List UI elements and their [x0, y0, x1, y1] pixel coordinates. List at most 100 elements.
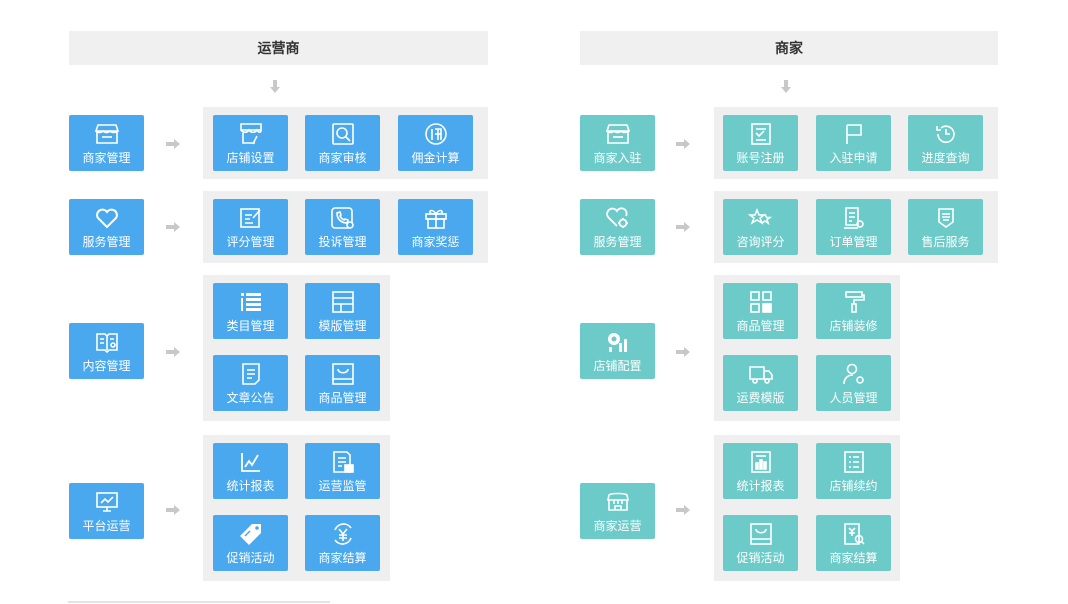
tile-label: 店铺装修 — [829, 319, 878, 333]
tile-label: 进度查询 — [921, 151, 970, 165]
search-review-icon — [330, 122, 356, 146]
tile-label: 模版管理 — [318, 319, 367, 333]
merchant-main-merchant-ops[interactable]: 商家运营 — [580, 483, 655, 539]
yen-settle-icon — [330, 522, 356, 546]
tile-template-management[interactable]: 模版管理 — [305, 283, 380, 339]
order-settings-icon — [841, 206, 867, 230]
right-arrow-icon — [676, 222, 690, 232]
sale-tag-icon — [238, 522, 264, 546]
store-ops-icon — [605, 490, 631, 514]
renew-list-icon — [841, 450, 867, 474]
right-arrow-icon — [676, 347, 690, 357]
settle-doc-icon — [841, 522, 867, 546]
stars-icon — [747, 206, 774, 230]
main-label: 商家管理 — [82, 151, 131, 165]
tile-ops-supervision[interactable]: 运营监管 — [305, 443, 380, 499]
tile-label: 人员管理 — [829, 391, 878, 405]
tile-label: 商家奖惩 — [411, 235, 460, 249]
down-arrow-icon — [781, 80, 791, 94]
tile-promotion-merchant[interactable]: 促销活动 — [723, 515, 798, 571]
heart-gear-icon — [605, 206, 631, 230]
book-content-icon — [94, 330, 120, 354]
tile-label: 类目管理 — [226, 319, 275, 333]
tile-label: 售后服务 — [921, 235, 970, 249]
tile-label: 统计报表 — [226, 479, 275, 493]
tile-product-management[interactable]: 商品管理 — [305, 355, 380, 411]
gear-bars-icon — [605, 330, 631, 354]
operator-main-content-management[interactable]: 内容管理 — [69, 323, 144, 379]
report-doc-icon — [748, 450, 774, 474]
commission-icon — [423, 122, 449, 146]
main-label: 服务管理 — [82, 235, 131, 249]
tile-statistics-report[interactable]: 统计报表 — [213, 443, 288, 499]
storefront-icon — [94, 122, 120, 146]
tile-merchant-settlement[interactable]: 商家结算 — [305, 515, 380, 571]
tile-shipping-template[interactable]: 运费模版 — [723, 355, 798, 411]
product-bag-icon — [748, 522, 774, 546]
tile-label: 运营监管 — [318, 479, 367, 493]
delivery-truck-icon — [748, 362, 774, 386]
tile-label: 佣金计算 — [411, 151, 460, 165]
tile-label: 评分管理 — [226, 235, 275, 249]
tile-consult-rating[interactable]: 咨询评分 — [723, 199, 798, 255]
operator-title: 运营商 — [257, 41, 300, 57]
tile-label: 商品管理 — [736, 319, 785, 333]
article-icon — [238, 362, 264, 386]
tile-label: 订单管理 — [829, 235, 878, 249]
right-arrow-icon — [676, 505, 690, 515]
tile-label: 统计报表 — [736, 479, 785, 493]
progress-clock-icon — [933, 122, 959, 146]
tile-complaint-management[interactable]: 投诉管理 — [305, 199, 380, 255]
right-arrow-icon — [166, 222, 180, 232]
tile-label: 文章公告 — [226, 391, 275, 405]
gift-icon — [423, 206, 449, 230]
main-label: 商家入驻 — [593, 151, 642, 165]
tile-label: 商家审核 — [318, 151, 367, 165]
tile-merchant-settlement-merchant[interactable]: 商家结算 — [816, 515, 891, 571]
heart-icon — [94, 206, 120, 230]
tile-account-register[interactable]: 账号注册 — [723, 115, 798, 171]
tile-commission-calc[interactable]: 佣金计算 — [398, 115, 473, 171]
tile-product-management-merchant[interactable]: 商品管理 — [723, 283, 798, 339]
tile-merchant-rewards[interactable]: 商家奖惩 — [398, 199, 473, 255]
tile-label: 投诉管理 — [318, 235, 367, 249]
operator-main-platform-ops[interactable]: 平台运营 — [69, 483, 144, 539]
merchant-main-onboarding[interactable]: 商家入驻 — [580, 115, 655, 171]
main-label: 商家运营 — [593, 519, 642, 533]
tile-order-management[interactable]: 订单管理 — [816, 199, 891, 255]
tile-article-announcement[interactable]: 文章公告 — [213, 355, 288, 411]
tile-label: 商家结算 — [318, 551, 367, 565]
tile-label: 促销活动 — [736, 551, 785, 565]
tile-label: 促销活动 — [226, 551, 275, 565]
operator-main-merchant-management[interactable]: 商家管理 — [69, 115, 144, 171]
tile-onboarding-application[interactable]: 入驻申请 — [816, 115, 891, 171]
merchant-main-store-config[interactable]: 店铺配置 — [580, 323, 655, 379]
tile-merchant-review[interactable]: 商家审核 — [305, 115, 380, 171]
tile-label: 咨询评分 — [736, 235, 785, 249]
tile-label: 店铺设置 — [226, 151, 275, 165]
tile-store-decoration[interactable]: 店铺装修 — [816, 283, 891, 339]
main-label: 内容管理 — [82, 359, 131, 373]
user-gear-icon — [841, 362, 867, 386]
tile-label: 店铺续约 — [829, 479, 878, 493]
tile-statistics-report-merchant[interactable]: 统计报表 — [723, 443, 798, 499]
flag-icon — [841, 122, 867, 146]
tile-promotion[interactable]: 促销活动 — [213, 515, 288, 571]
operator-main-service-management[interactable]: 服务管理 — [69, 199, 144, 255]
tile-label: 商品管理 — [318, 391, 367, 405]
tile-shop-settings[interactable]: 店铺设置 — [213, 115, 288, 171]
tile-progress-query[interactable]: 进度查询 — [908, 115, 983, 171]
merchant-column-header: 商家 — [580, 31, 998, 65]
tile-after-sales-service[interactable]: 售后服务 — [908, 199, 983, 255]
tile-staff-management[interactable]: 人员管理 — [816, 355, 891, 411]
monitor-chart-icon — [94, 490, 120, 514]
phone-complaint-icon — [330, 206, 356, 230]
tile-rating-management[interactable]: 评分管理 — [213, 199, 288, 255]
merchant-main-service-management[interactable]: 服务管理 — [580, 199, 655, 255]
tile-store-renewal[interactable]: 店铺续约 — [816, 443, 891, 499]
rating-edit-icon — [238, 206, 264, 230]
category-list-icon — [238, 290, 264, 314]
down-arrow-icon — [270, 80, 280, 94]
tile-category-management[interactable]: 类目管理 — [213, 283, 288, 339]
divider — [68, 601, 330, 603]
